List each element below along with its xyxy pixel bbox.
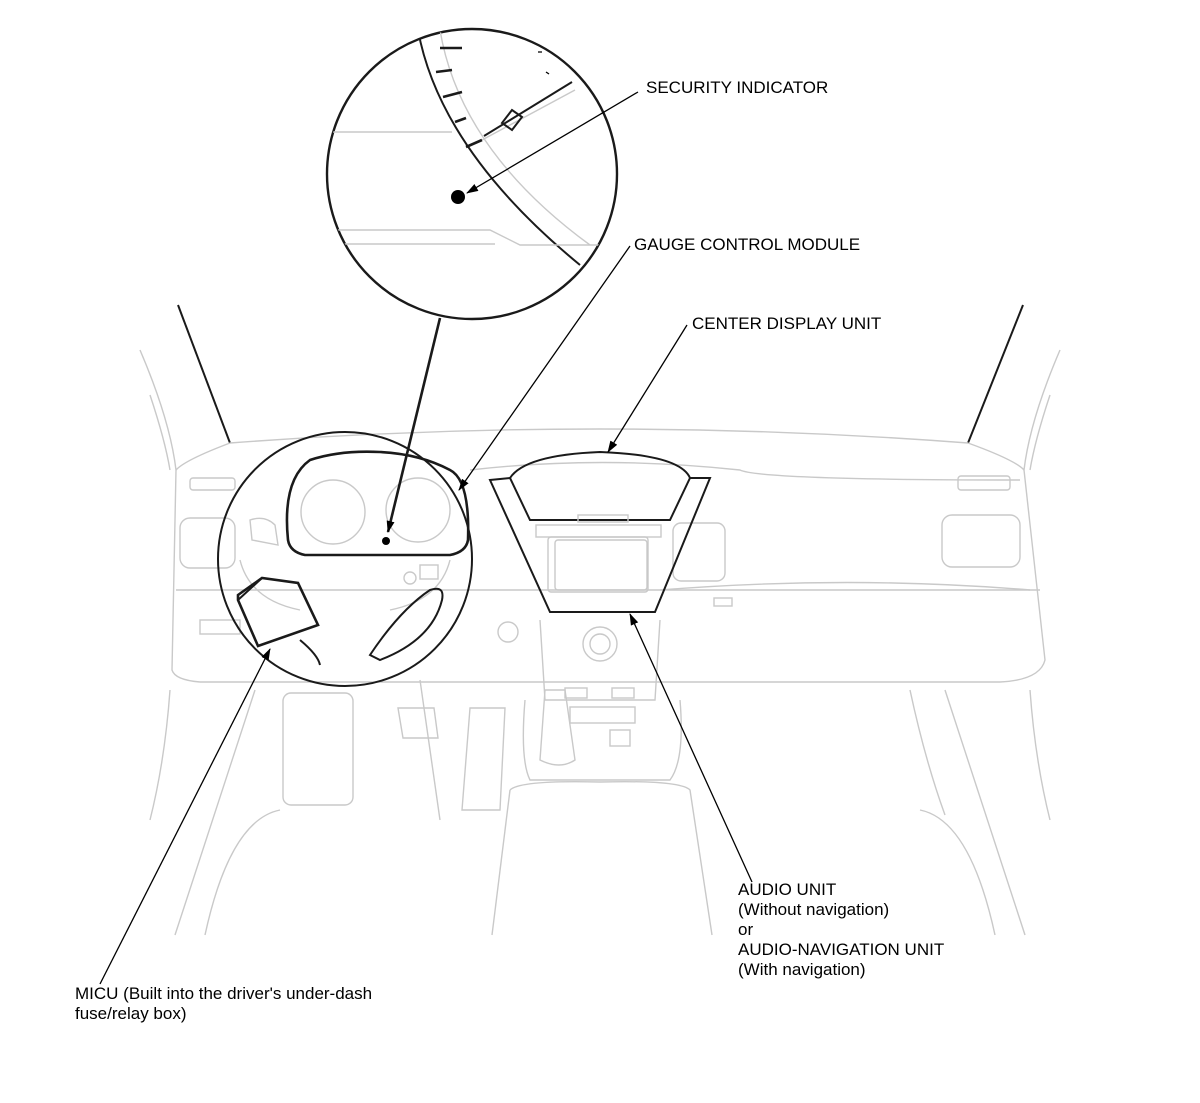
gauge-control-module-leader xyxy=(458,245,631,491)
audio-unit-line-1: AUDIO UNIT xyxy=(738,880,837,899)
security-indicator-label: SECURITY INDICATOR xyxy=(646,78,829,97)
micu-box xyxy=(236,576,320,648)
leader-lines xyxy=(99,91,753,985)
gauge-cluster xyxy=(285,450,470,557)
micu-label: MICU (Built into the driver's under-dash… xyxy=(75,984,372,1024)
center-display-unit-label: CENTER DISPLAY UNIT xyxy=(692,314,882,333)
micu-leader xyxy=(99,648,271,985)
magnifier-connector xyxy=(386,317,442,533)
audio-unit-line-5: (With navigation) xyxy=(738,960,866,979)
audio-unit-line-4: AUDIO-NAVIGATION UNIT xyxy=(738,940,945,959)
center-console xyxy=(488,450,713,936)
micu-line-2: fuse/relay box) xyxy=(75,1004,187,1023)
center-display-unit-leader xyxy=(607,324,688,453)
audio-unit-line-2: (Without navigation) xyxy=(738,900,890,919)
audio-unit-line-3: or xyxy=(738,920,754,939)
gauge-control-module-label: GAUGE CONTROL MODULE xyxy=(634,235,861,254)
audio-unit-leader xyxy=(629,613,753,883)
gauge-detail-magnifier-icon xyxy=(325,27,619,321)
steering-wheel xyxy=(217,431,473,687)
security-indicator-leader xyxy=(466,91,639,194)
audio-unit-label: AUDIO UNIT (Without navigation) or AUDIO… xyxy=(738,880,944,980)
micu-line-1: MICU (Built into the driver's under-dash xyxy=(75,984,373,1003)
a-pillars xyxy=(139,304,1061,471)
footwell xyxy=(149,679,1051,936)
